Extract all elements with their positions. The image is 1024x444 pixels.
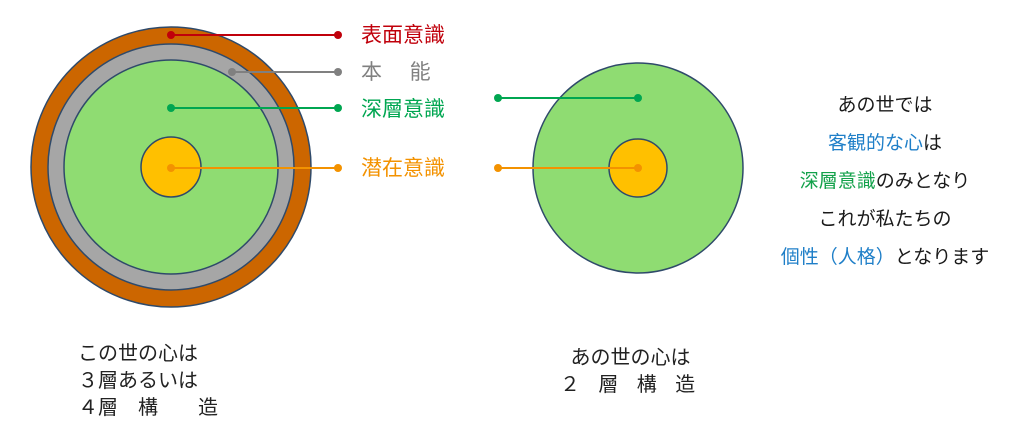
caption-this-world-line1: この世の心は <box>78 341 198 365</box>
caption-this-world-line2: ３層あるいは <box>78 368 198 392</box>
label-latent-consciousness: 潜在意識 <box>361 156 445 180</box>
explanation-line4: これが私たちの <box>818 208 952 230</box>
leader-surface <box>167 31 342 39</box>
leader-instinct <box>228 68 342 76</box>
explanation-line2-rest: は <box>923 132 943 154</box>
caption-other-world-line2: ２ 層 構 造 <box>560 372 702 396</box>
explanation-block: あの世では 客観的な心は 深層意識のみとなり これが私たちの 個性（人格）となり… <box>760 86 1010 276</box>
leader-deep <box>167 104 342 112</box>
explanation-line3-rest: のみとなり <box>875 170 971 192</box>
label-deep-consciousness: 深層意識 <box>361 97 445 121</box>
caption-other-world-line1: あの世の心は <box>570 345 691 369</box>
leader-latent <box>167 164 342 172</box>
explanation-line2: 客観的な心は <box>760 124 1010 162</box>
leader-right-latent <box>494 164 642 172</box>
explanation-line5: 個性（人格）となります <box>760 238 1010 276</box>
personality-text: 個性（人格） <box>780 246 895 268</box>
caption-this-world: この世の心は ３層あるいは ４層 構 造 <box>78 340 218 421</box>
explanation-line5-rest: となります <box>894 246 990 268</box>
explanation-line3: 深層意識のみとなり <box>760 162 1010 200</box>
objective-mind-text: 客観的な心 <box>827 132 923 154</box>
caption-this-world-line3: ４層 構 造 <box>78 395 218 419</box>
leader-right-deep <box>494 94 642 102</box>
explanation-line1: あの世では <box>837 94 933 116</box>
caption-other-world: あの世の心は ２ 層 構 造 <box>560 344 701 398</box>
label-instinct: 本 能 <box>361 60 431 84</box>
label-surface-consciousness: 表面意識 <box>361 23 445 47</box>
deep-consciousness-text: 深層意識 <box>799 170 876 192</box>
